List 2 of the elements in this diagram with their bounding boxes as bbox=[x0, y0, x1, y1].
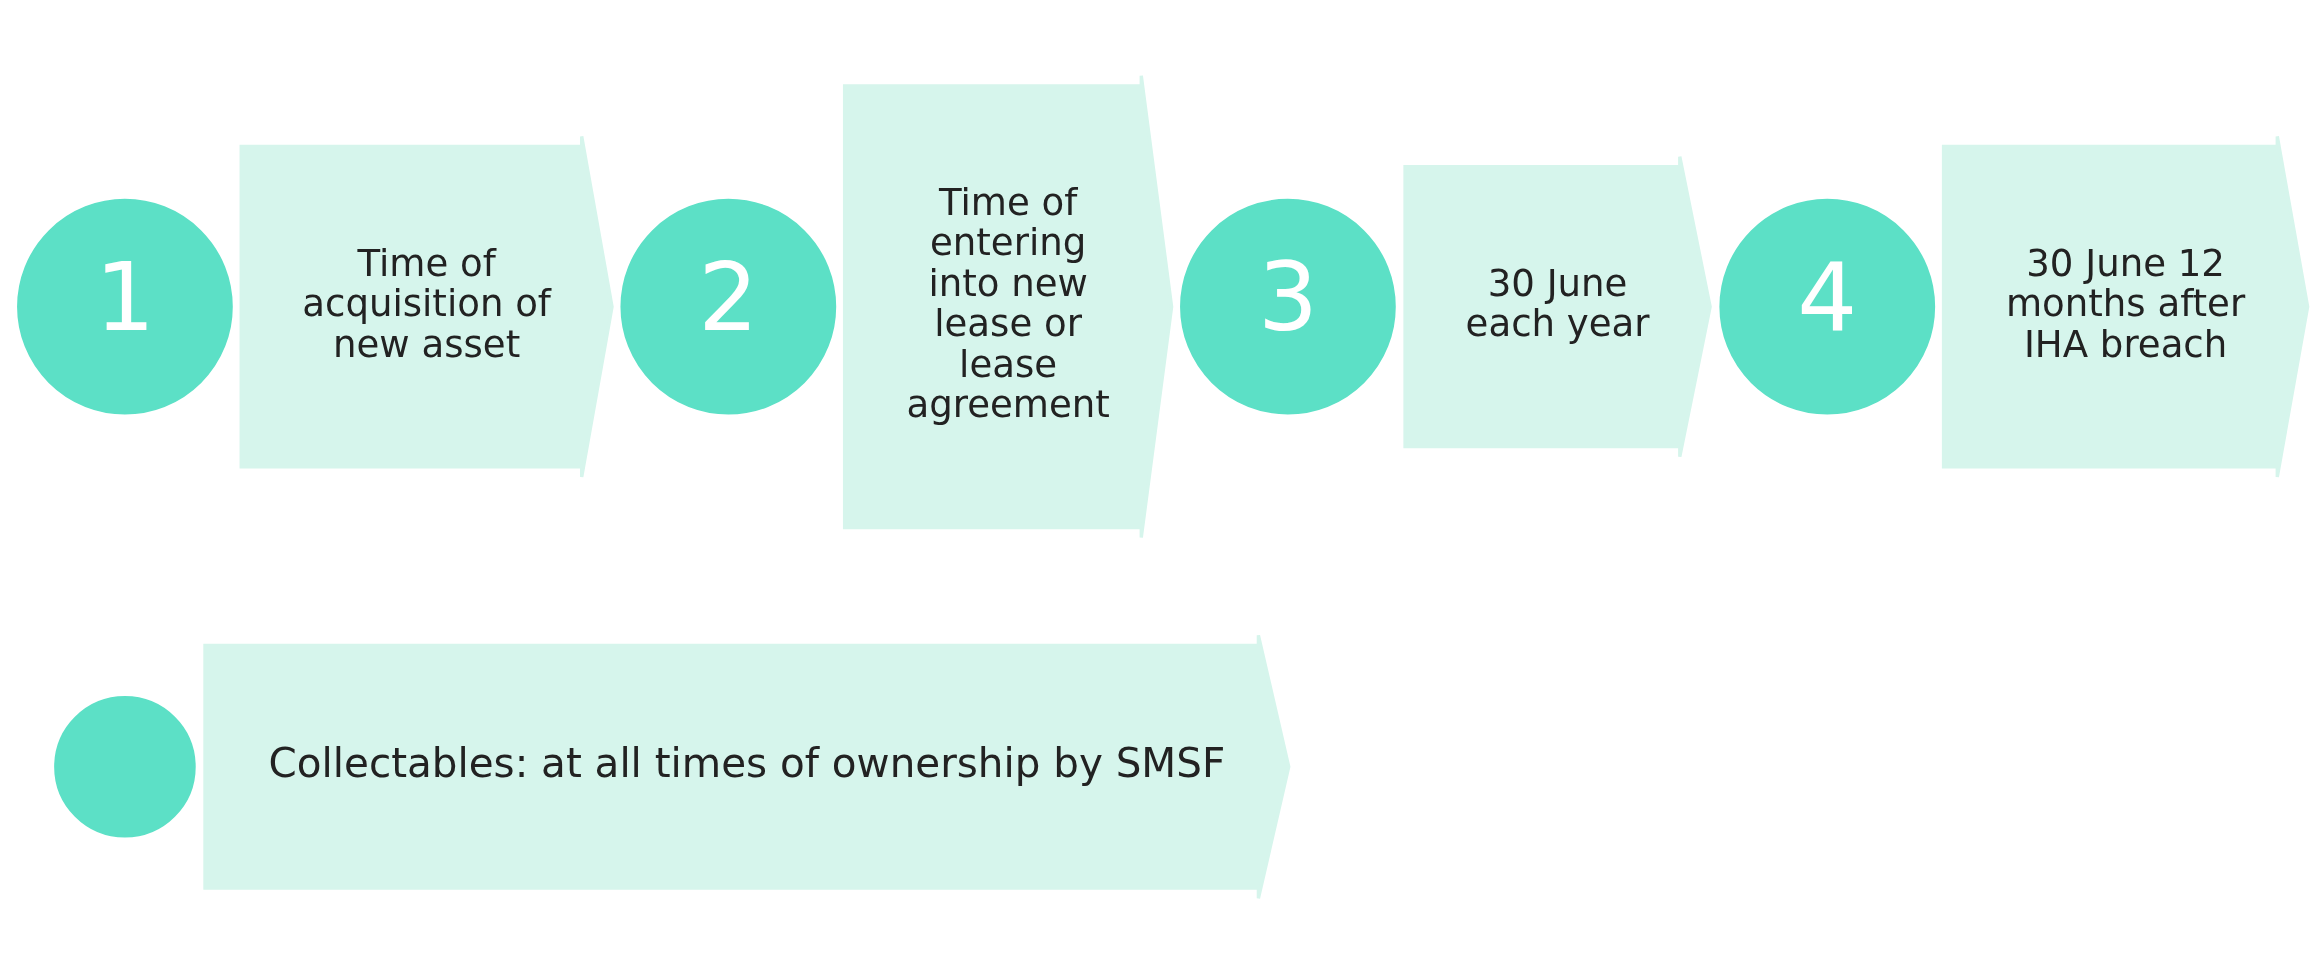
node-circle: 4 bbox=[1716, 195, 1939, 418]
node-circle: 2 bbox=[617, 195, 840, 418]
